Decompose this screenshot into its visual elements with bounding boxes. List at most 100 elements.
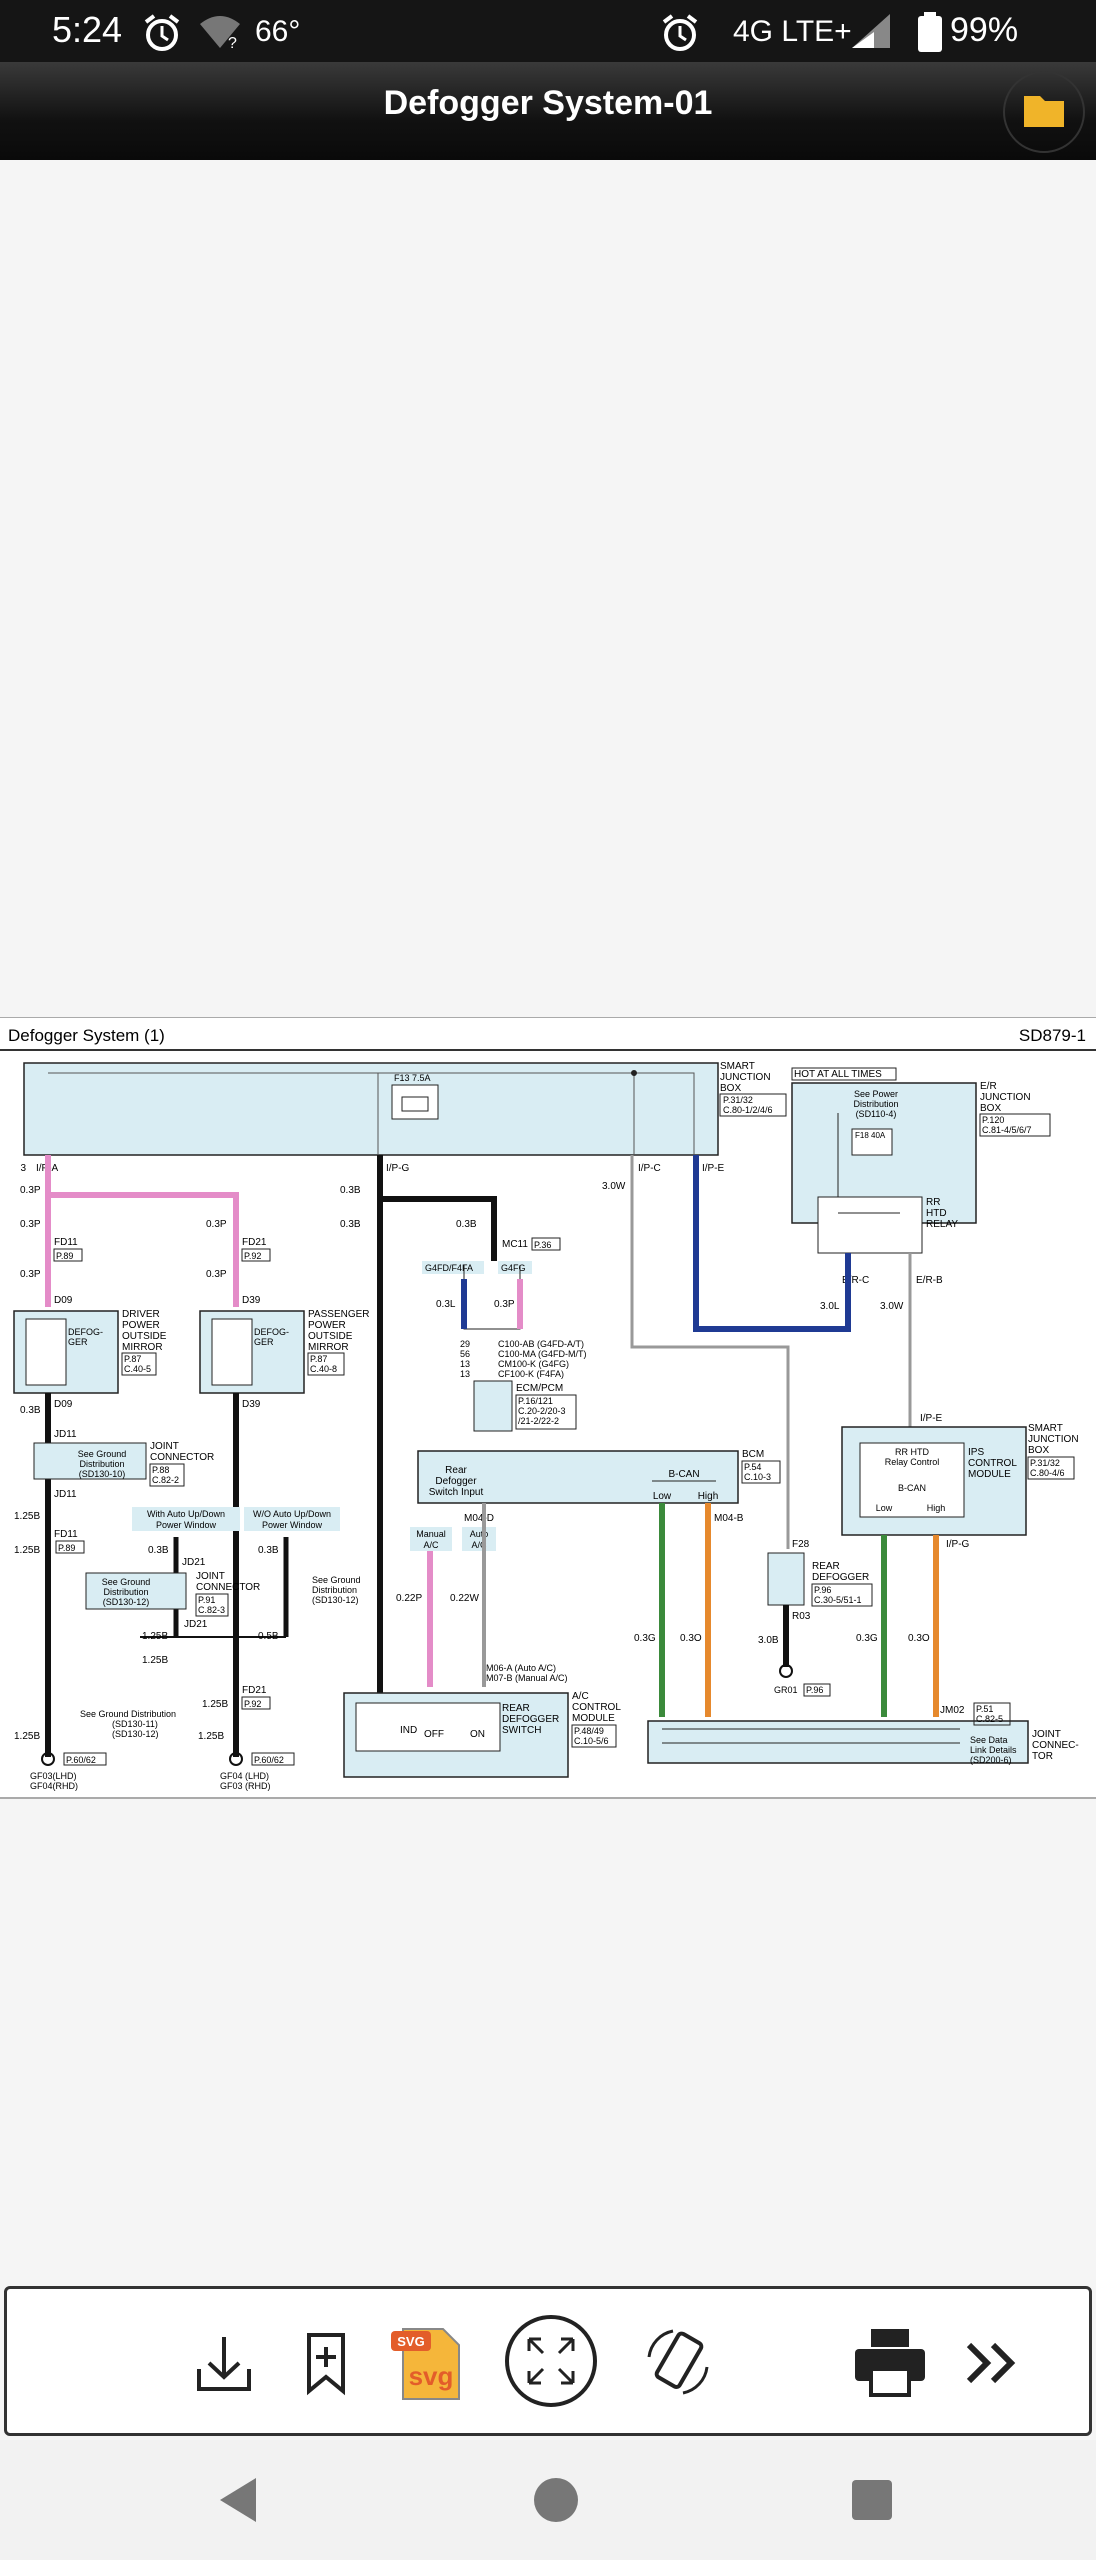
- svg-text:POWER: POWER: [308, 1320, 346, 1331]
- svg-text:I/P-G: I/P-G: [946, 1539, 970, 1550]
- svg-text:(SD130-12): (SD130-12): [103, 1597, 150, 1607]
- svg-text:0.3O: 0.3O: [908, 1633, 930, 1644]
- download-button[interactable]: [179, 2317, 269, 2407]
- svg-text:Switch Input: Switch Input: [429, 1487, 484, 1498]
- svg-export-button[interactable]: SVG svg: [385, 2317, 475, 2407]
- svg-text:SMART: SMART: [1028, 1423, 1063, 1434]
- svg-text:See Ground: See Ground: [312, 1575, 361, 1585]
- svg-text:E/R-C: E/R-C: [842, 1275, 869, 1286]
- svg-text:0.3B: 0.3B: [20, 1405, 41, 1416]
- svg-text:svg: svg: [409, 2361, 454, 2391]
- svg-text:0.3G: 0.3G: [856, 1633, 878, 1644]
- svg-text:TOR: TOR: [1032, 1751, 1053, 1762]
- rotate-button[interactable]: [633, 2317, 723, 2407]
- diagram-title: Defogger System (1): [8, 1026, 165, 1045]
- svg-text:GF03(LHD): GF03(LHD): [30, 1771, 77, 1781]
- svg-text:JD21: JD21: [184, 1619, 208, 1630]
- back-button[interactable]: [204, 2464, 276, 2536]
- svg-text:Low: Low: [653, 1491, 672, 1502]
- svg-text:M04-D: M04-D: [464, 1513, 494, 1524]
- svg-text:SWITCH: SWITCH: [502, 1725, 541, 1736]
- svg-text:ECM/PCM: ECM/PCM: [516, 1383, 563, 1394]
- svg-text:/21-2/22-2: /21-2/22-2: [518, 1416, 559, 1426]
- home-button[interactable]: [520, 2464, 592, 2536]
- svg-text:A/C: A/C: [572, 1691, 589, 1702]
- svg-text:JOINT: JOINT: [196, 1571, 225, 1582]
- svg-text:FD21: FD21: [242, 1685, 267, 1696]
- svg-text:D39: D39: [242, 1295, 261, 1306]
- svg-text:REAR: REAR: [502, 1703, 530, 1714]
- svg-text:D09: D09: [54, 1295, 73, 1306]
- alarm-icon: [662, 14, 698, 51]
- svg-text:13: 13: [460, 1369, 470, 1379]
- svg-text:Power Window: Power Window: [156, 1520, 217, 1530]
- svg-text:MIRROR: MIRROR: [122, 1342, 163, 1353]
- svg-text:Distribution: Distribution: [103, 1587, 148, 1597]
- svg-text:OUTSIDE: OUTSIDE: [122, 1331, 167, 1342]
- svg-text:I/P-G: I/P-G: [386, 1163, 410, 1174]
- alarm-icon: [144, 14, 180, 51]
- svg-text:BCM: BCM: [742, 1449, 764, 1460]
- folder-button[interactable]: [1000, 70, 1092, 158]
- svg-text:(SD130-10): (SD130-10): [79, 1469, 126, 1479]
- svg-text:JOINT: JOINT: [150, 1441, 179, 1452]
- svg-text:Manual: Manual: [416, 1529, 446, 1539]
- svg-text:C.80-4/6: C.80-4/6: [1030, 1468, 1065, 1478]
- joint-connector-2: [85, 1572, 187, 1610]
- bookmark-add-icon: [307, 2333, 345, 2396]
- svg-text:RR: RR: [926, 1197, 940, 1208]
- svg-export-icon: SVG svg: [391, 2328, 460, 2400]
- print-button[interactable]: [845, 2317, 935, 2407]
- svg-text:?: ?: [228, 35, 237, 50]
- svg-text:GF04 (LHD): GF04 (LHD): [220, 1771, 269, 1781]
- fit-screen-button[interactable]: [501, 2311, 601, 2411]
- svg-text:DRIVER: DRIVER: [122, 1309, 160, 1320]
- svg-text:CONNECTOR: CONNECTOR: [150, 1452, 214, 1463]
- svg-text:G4FD/F4FA: G4FD/F4FA: [425, 1263, 473, 1273]
- svg-text:1.25B: 1.25B: [142, 1631, 168, 1642]
- signal-icon: [852, 14, 890, 48]
- svg-text:CF100-K (F4FA): CF100-K (F4FA): [498, 1369, 564, 1379]
- svg-text:P.120: P.120: [982, 1115, 1004, 1125]
- joint-connector-right: [647, 1720, 1029, 1764]
- svg-text:P.60/62: P.60/62: [254, 1755, 284, 1765]
- svg-text:1.25B: 1.25B: [142, 1655, 168, 1666]
- svg-text:E/R-B: E/R-B: [916, 1275, 943, 1286]
- svg-text:29: 29: [460, 1339, 470, 1349]
- back-icon: [220, 2478, 256, 2522]
- svg-text:3.0L: 3.0L: [820, 1301, 840, 1312]
- svg-text:A/C: A/C: [471, 1540, 487, 1550]
- svg-text:DEFOGGER: DEFOGGER: [502, 1714, 559, 1725]
- svg-text:P.60/62: P.60/62: [66, 1755, 96, 1765]
- svg-text:P.92: P.92: [244, 1251, 261, 1261]
- svg-text:Low: Low: [876, 1503, 893, 1513]
- document-viewer[interactable]: Defogger System (1) SD879-1 SMART JUNCTI…: [0, 160, 1096, 2280]
- app-bar: Defogger System-01: [0, 62, 1096, 160]
- bookmark-add-button[interactable]: [281, 2317, 371, 2407]
- folder-icon: [1003, 71, 1085, 153]
- recents-button[interactable]: [836, 2464, 908, 2536]
- more-button[interactable]: [949, 2317, 1039, 2407]
- svg-text:C.82-5: C.82-5: [976, 1714, 1003, 1724]
- svg-text:BOX: BOX: [1028, 1445, 1049, 1456]
- svg-text:RELAY: RELAY: [926, 1219, 958, 1230]
- svg-text:0.3P: 0.3P: [206, 1219, 227, 1230]
- svg-text:IPS: IPS: [968, 1447, 984, 1458]
- svg-text:I/P-C: I/P-C: [638, 1163, 661, 1174]
- svg-text:Auto: Auto: [470, 1529, 489, 1539]
- system-nav-bar: [0, 2440, 1096, 2560]
- svg-text:DEFOGGER: DEFOGGER: [812, 1572, 869, 1583]
- sjb-label-3: BOX: [720, 1083, 741, 1094]
- svg-text:3.0W: 3.0W: [880, 1301, 904, 1312]
- svg-text:P.96: P.96: [814, 1585, 831, 1595]
- joint-connector-1: [33, 1442, 147, 1480]
- svg-text:ON: ON: [470, 1729, 485, 1740]
- svg-text:P.89: P.89: [56, 1251, 73, 1261]
- svg-text:POWER: POWER: [122, 1320, 160, 1331]
- ecm-pcm-box: [473, 1380, 513, 1432]
- svg-text:B-CAN: B-CAN: [898, 1483, 926, 1493]
- svg-text:0.5B: 0.5B: [258, 1631, 279, 1642]
- svg-text:GF03 (RHD): GF03 (RHD): [220, 1781, 271, 1791]
- home-icon: [534, 2478, 578, 2522]
- svg-text:CM100-K (G4FG): CM100-K (G4FG): [498, 1359, 569, 1369]
